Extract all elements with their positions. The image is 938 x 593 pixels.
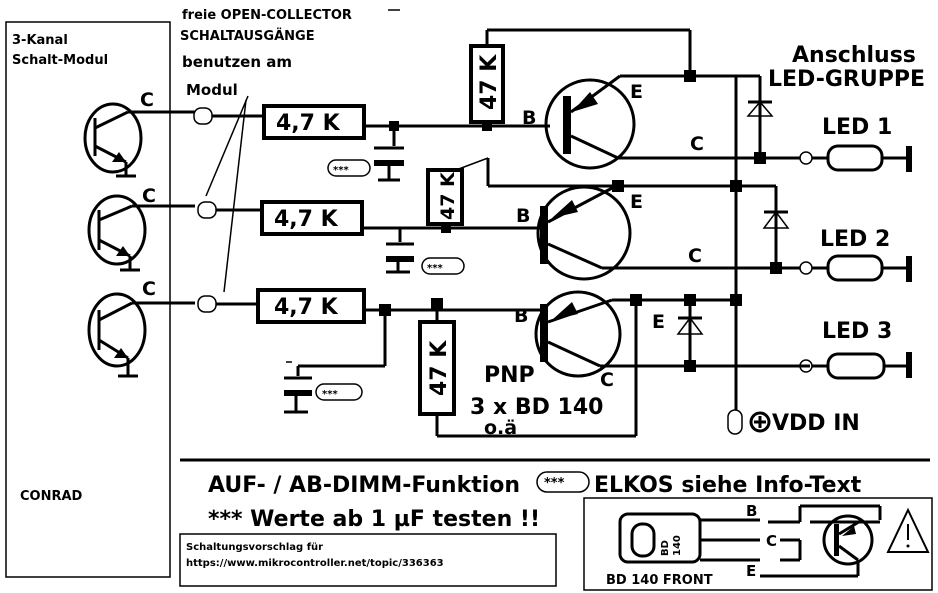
terminal-led2 <box>799 261 813 275</box>
diode-1 <box>746 76 774 158</box>
resistor-pull-row2-label: 47 K <box>437 171 459 220</box>
note-mark-bottom-text: *** <box>544 476 565 491</box>
module-transistor-3 <box>87 292 195 378</box>
collector-pnp-label-1: C <box>690 133 704 155</box>
header-line3: benutzen am <box>182 53 292 71</box>
note-mark-row2 <box>421 257 465 275</box>
base-label-2: B <box>516 205 530 227</box>
diode-2 <box>736 184 790 268</box>
pnp-transistor-3 <box>534 290 810 378</box>
emitter-label-3: E <box>652 311 665 333</box>
pinout-symbol <box>760 504 882 578</box>
led3-gnd <box>906 352 912 378</box>
pointer-line-2 <box>223 99 247 293</box>
vdd-terminal <box>727 409 743 435</box>
collector-label-3: C <box>142 278 156 300</box>
led1-body <box>826 144 884 172</box>
diode-3 <box>676 300 704 366</box>
suggestion-link[interactable]: https://www.mikrocontroller.net/topic/33… <box>186 558 444 569</box>
pnp-alt-label: o.ä <box>484 417 517 439</box>
base-label-1: B <box>522 107 536 129</box>
pnp-type-label: PNP <box>484 363 535 388</box>
resistor-row1-label: 4,7 K <box>276 111 341 136</box>
emitter-label-2: E <box>630 191 643 213</box>
connection-title-1: Anschluss <box>792 43 916 68</box>
header-line4: Modul <box>186 81 238 99</box>
resistor-row2-label: 4,7 K <box>274 207 339 232</box>
led1-gnd <box>906 146 912 172</box>
note-mark-row3 <box>315 383 363 401</box>
suggestion-line1: Schaltungsvorschlag für <box>186 542 323 553</box>
cap-row2-bottom <box>386 256 414 262</box>
collector-pnp-label-3: C <box>600 369 614 391</box>
pnp-transistor-2 <box>536 184 776 281</box>
resistor-row1 <box>262 104 366 140</box>
module-frame <box>5 21 171 578</box>
pin-c-label: C <box>766 532 777 550</box>
elko-info-label: ELKOS siehe Info-Text <box>594 473 862 498</box>
led2-body <box>826 254 884 282</box>
pin-b-label: B <box>746 502 757 520</box>
resistor-pull-row2 <box>426 168 464 226</box>
module-title-line1: 3-Kanal <box>12 33 68 48</box>
oc-terminal-1 <box>193 107 213 125</box>
test-values-label: *** Werte ab 1 µF testen !! <box>208 507 540 532</box>
resistor-pull-row1-label: 47 K <box>477 54 502 110</box>
base-label-3: B <box>514 305 528 327</box>
led1-label: LED 1 <box>822 115 892 140</box>
bd140-package <box>618 512 702 564</box>
led2-label: LED 2 <box>820 227 890 252</box>
emitter-label-1: E <box>630 81 643 103</box>
suggestion-box <box>179 533 557 587</box>
node-row2-a <box>441 223 451 233</box>
collector-pnp-label-2: C <box>688 245 702 267</box>
connection-title-2: LED-GRUPPE <box>768 67 925 92</box>
resistor-pull-row3-label: 47 K <box>427 340 452 396</box>
resistor-row3-label: 4,7 K <box>274 295 339 320</box>
pnp-part-label: 3 x BD 140 <box>470 395 603 420</box>
vdd-label: VDD IN <box>772 411 860 436</box>
node-e2 <box>612 180 624 192</box>
bd140-package-text-1: BD <box>660 540 671 556</box>
node-e3 <box>630 294 642 306</box>
warning-icon <box>886 507 930 553</box>
pin-e-label: E <box>746 562 756 580</box>
wire-pull2-link <box>455 157 489 171</box>
node-row1-b <box>482 121 492 131</box>
resistor-row3 <box>256 288 366 324</box>
collector-label-2: C <box>142 185 156 207</box>
note-mark-bottom <box>536 471 590 493</box>
oc-terminal-2 <box>197 201 217 219</box>
cap-row1-bottom <box>374 160 404 166</box>
bd140-package-text-2: 140 <box>672 535 683 556</box>
bd140-hole <box>630 522 656 558</box>
terminal-led1 <box>799 151 813 165</box>
oc-terminal-3 <box>197 295 217 313</box>
header-line2: SCHALTAUSGÄNGE <box>180 28 315 44</box>
vdd-plus-icon <box>749 411 771 433</box>
cap-row3-bottom <box>284 390 312 396</box>
collector-label-1: C <box>140 89 154 111</box>
pnp-transistor-1 <box>544 74 760 170</box>
pointer-line-1 <box>205 95 249 197</box>
module-transistor-1 <box>83 102 195 178</box>
note-mark-row1 <box>327 159 371 177</box>
module-brand: CONRAD <box>20 489 83 504</box>
module-transistor-2 <box>87 194 195 272</box>
note-mark-row2-text: *** <box>427 263 443 274</box>
pinout-panel <box>583 497 933 591</box>
resistor-row2 <box>260 200 364 236</box>
header-line1: freie OPEN-COLLECTOR <box>182 8 352 23</box>
dimm-function-label: AUF- / AB-DIMM-Funktion <box>208 473 520 498</box>
bd140-front-label: BD 140 FRONT <box>606 573 713 588</box>
note-mark-row1-text: *** <box>333 165 349 176</box>
led3-body <box>826 352 886 380</box>
module-title-line2: Schalt-Modul <box>12 53 108 68</box>
led2-gnd <box>906 256 912 282</box>
note-mark-row3-text: *** <box>322 389 338 400</box>
led3-label: LED 3 <box>822 319 892 344</box>
